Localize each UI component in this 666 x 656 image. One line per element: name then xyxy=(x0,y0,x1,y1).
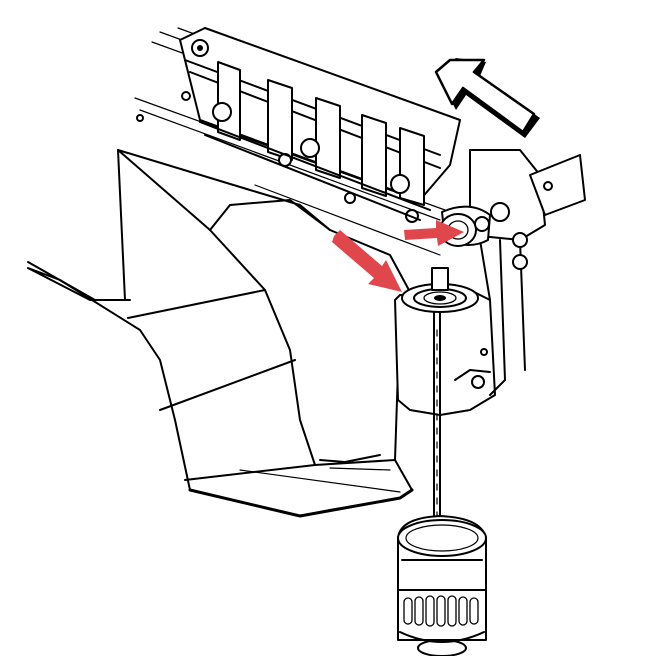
filter-grip-flutes xyxy=(403,595,479,627)
engine-block xyxy=(134,27,461,256)
oil-pan xyxy=(27,149,414,518)
oil-filter xyxy=(397,515,487,656)
callout-arrow-icon xyxy=(332,230,402,292)
filter-centerline xyxy=(433,311,441,521)
callout-arrow-icon xyxy=(404,220,464,246)
direction-arrow-icon xyxy=(434,58,540,138)
